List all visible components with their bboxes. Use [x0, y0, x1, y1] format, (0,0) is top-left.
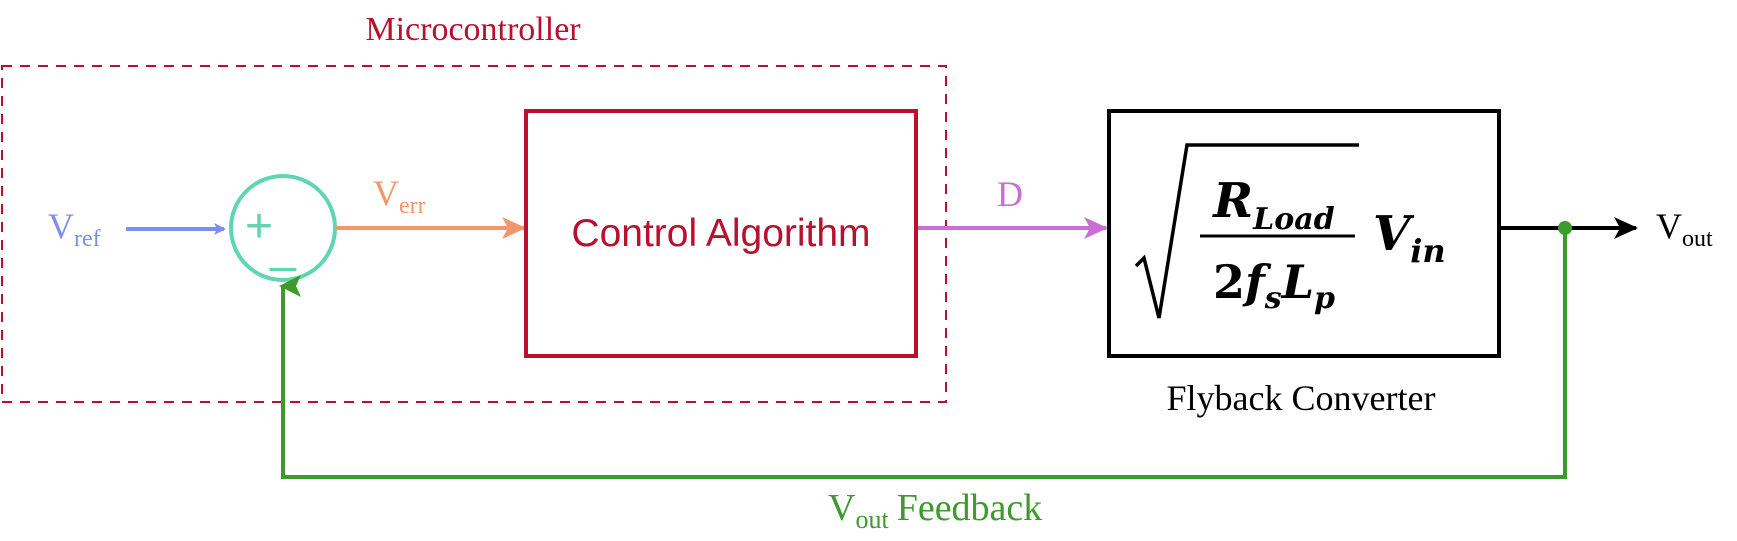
flyback-converter-label: Flyback Converter: [1167, 378, 1436, 418]
square-root-sign: [1134, 143, 1359, 319]
control-algorithm-block: [524, 109, 918, 358]
summer-minus-sign: _: [269, 220, 297, 272]
microcontroller-label: Microcontroller: [365, 11, 581, 48]
feedback-takeoff-node: [1558, 221, 1572, 235]
vref-label: Vref: [48, 206, 101, 252]
transfer-denominator: 2fsLp: [1213, 255, 1335, 316]
feedback-path: [279, 228, 1567, 479]
control-algorithm-label: Control Algorithm: [571, 212, 870, 255]
transfer-multiplier: Vin: [1373, 206, 1446, 270]
microcontroller-boundary: [1, 65, 947, 403]
summer-plus-sign: +: [245, 200, 273, 253]
transfer-numerator: RLoad: [1211, 173, 1334, 237]
verr-label: Verr: [373, 173, 426, 219]
vout-label: Vout: [1656, 206, 1713, 252]
duty-cycle-label: D: [997, 174, 1023, 214]
